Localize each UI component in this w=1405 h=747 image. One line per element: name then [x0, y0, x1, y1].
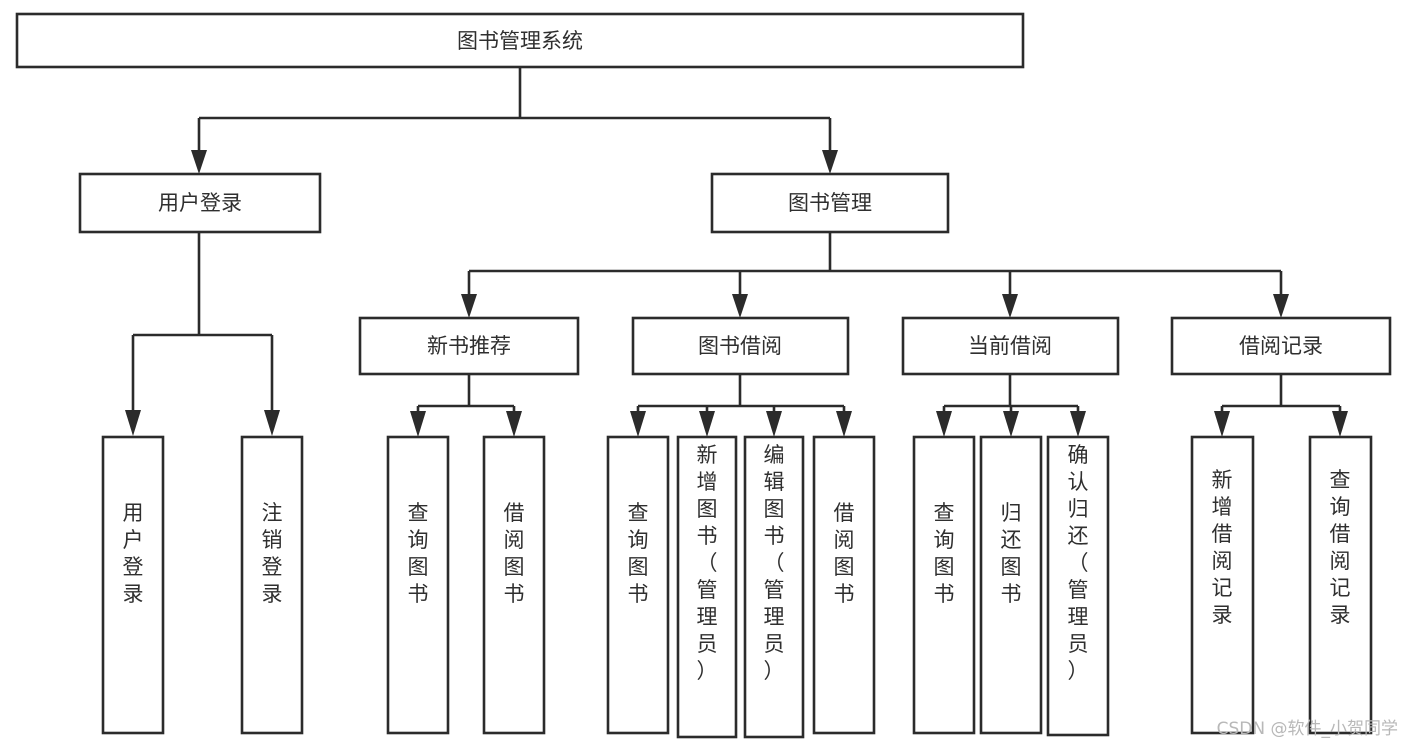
node-leaf-confirm-return-box[interactable]: [1046, 435, 1110, 737]
node-leaf-query-record[interactable]: 查询借阅记录: [1308, 435, 1373, 735]
node-leaf-query-book-3[interactable]: 查询图书: [912, 435, 976, 735]
node-new-book-rec[interactable]: 新书推荐: [358, 316, 580, 376]
node-book-borrow[interactable]: 图书借阅: [631, 316, 850, 376]
arrowhead-new-book-rec: [461, 294, 477, 318]
node-leaf-add-record[interactable]: 新增借阅记录: [1190, 435, 1255, 735]
node-leaf-return-book-label: 归还图书: [1001, 501, 1022, 606]
node-user-login-box[interactable]: [78, 172, 322, 234]
node-borrow-record-label: 借阅记录: [1239, 334, 1323, 358]
node-book-manage-label: 图书管理: [788, 191, 872, 215]
node-leaf-return-book-box[interactable]: [979, 435, 1043, 735]
node-borrow-record-box[interactable]: [1170, 316, 1392, 376]
arrowhead-leaf-user-login: [125, 410, 141, 436]
node-new-book-rec-box[interactable]: [358, 316, 580, 376]
node-leaf-add-book-label: 新增图书（管理员）: [697, 443, 718, 683]
node-current-borrow-label: 当前借阅: [968, 334, 1052, 358]
node-leaf-edit-book-label: 编辑图书（管理员）: [764, 443, 785, 683]
node-leaf-add-book-box[interactable]: [676, 435, 738, 739]
node-leaf-logout[interactable]: 注销登录: [240, 435, 304, 735]
node-borrow-record[interactable]: 借阅记录: [1170, 316, 1392, 376]
node-leaf-confirm-return-label: 确认归还（管理员）: [1068, 443, 1089, 683]
node-leaf-borrow-book-2[interactable]: 借阅图书: [812, 435, 876, 735]
arrowhead-user-login: [191, 150, 207, 174]
node-root-label: 图书管理系统: [457, 29, 583, 53]
arrowhead-leaf-edit-book: [766, 411, 782, 437]
arrowhead-leaf-query-book-2: [630, 411, 646, 437]
arrowhead-leaf-borrow-book-2: [836, 411, 852, 437]
node-leaf-confirm-return[interactable]: 确认归还（管理员）: [1046, 435, 1110, 737]
node-leaf-return-book[interactable]: 归还图书: [979, 435, 1043, 735]
arrowhead-borrow-record: [1273, 294, 1289, 318]
node-leaf-query-book-2[interactable]: 查询图书: [606, 435, 670, 735]
arrowhead-current-borrow: [1002, 294, 1018, 318]
node-leaf-user-login-box[interactable]: [101, 435, 165, 735]
arrowhead-leaf-return-book: [1003, 411, 1019, 437]
node-leaf-borrow-book-2-box[interactable]: [812, 435, 876, 735]
connector-layer: [125, 67, 1348, 437]
node-leaf-query-book-1-box[interactable]: [386, 435, 450, 735]
node-leaf-query-record-label: 查询借阅记录: [1330, 468, 1351, 627]
node-leaf-borrow-book-1-box[interactable]: [482, 435, 546, 735]
node-new-book-rec-label: 新书推荐: [427, 334, 511, 358]
arrowhead-leaf-query-record: [1332, 411, 1348, 437]
arrowhead-book-borrow: [732, 294, 748, 318]
node-book-borrow-label: 图书借阅: [698, 334, 782, 358]
node-leaf-query-book-3-label: 查询图书: [934, 501, 955, 606]
arrowhead-leaf-logout: [264, 410, 280, 436]
node-leaf-borrow-book-1[interactable]: 借阅图书: [482, 435, 546, 735]
node-book-borrow-box[interactable]: [631, 316, 850, 376]
node-leaf-query-book-3-box[interactable]: [912, 435, 976, 735]
node-leaf-user-login-label: 用户登录: [123, 501, 144, 606]
csdn-watermark: CSDN @软件_小贺同学: [1217, 719, 1398, 739]
arrowhead-leaf-add-record: [1214, 411, 1230, 437]
node-book-manage-box[interactable]: [710, 172, 950, 234]
node-leaf-query-book-1[interactable]: 查询图书: [386, 435, 450, 735]
node-current-borrow[interactable]: 当前借阅: [901, 316, 1120, 376]
node-leaf-query-book-2-label: 查询图书: [628, 501, 649, 606]
node-user-login-label: 用户登录: [158, 191, 242, 215]
node-leaf-borrow-book-1-label: 借阅图书: [504, 501, 525, 606]
node-root[interactable]: 图书管理系统: [15, 12, 1025, 69]
node-root-box[interactable]: [15, 12, 1025, 69]
node-leaf-query-record-box[interactable]: [1308, 435, 1373, 735]
node-current-borrow-box[interactable]: [901, 316, 1120, 376]
node-leaf-add-book[interactable]: 新增图书（管理员）: [676, 435, 738, 739]
node-leaf-borrow-book-2-label: 借阅图书: [834, 501, 855, 606]
node-leaf-user-login[interactable]: 用户登录: [101, 435, 165, 735]
arrowhead-leaf-query-book-1: [410, 411, 426, 437]
node-leaf-add-record-box[interactable]: [1190, 435, 1255, 735]
arrowhead-leaf-borrow-book-1: [506, 411, 522, 437]
node-leaf-edit-book[interactable]: 编辑图书（管理员）: [743, 435, 805, 739]
node-book-manage[interactable]: 图书管理: [710, 172, 950, 234]
node-leaf-logout-box[interactable]: [240, 435, 304, 735]
arrowhead-leaf-query-book-3: [936, 411, 952, 437]
arrowhead-leaf-add-book: [699, 411, 715, 437]
node-leaf-edit-book-box[interactable]: [743, 435, 805, 739]
arrowhead-leaf-confirm-return: [1070, 411, 1086, 437]
node-leaf-query-book-2-box[interactable]: [606, 435, 670, 735]
node-leaf-logout-label: 注销登录: [262, 501, 283, 606]
node-leaf-query-book-1-label: 查询图书: [408, 501, 429, 606]
node-leaf-add-record-label: 新增借阅记录: [1212, 468, 1233, 627]
arrowhead-book-manage: [822, 150, 838, 174]
node-user-login[interactable]: 用户登录: [78, 172, 322, 234]
